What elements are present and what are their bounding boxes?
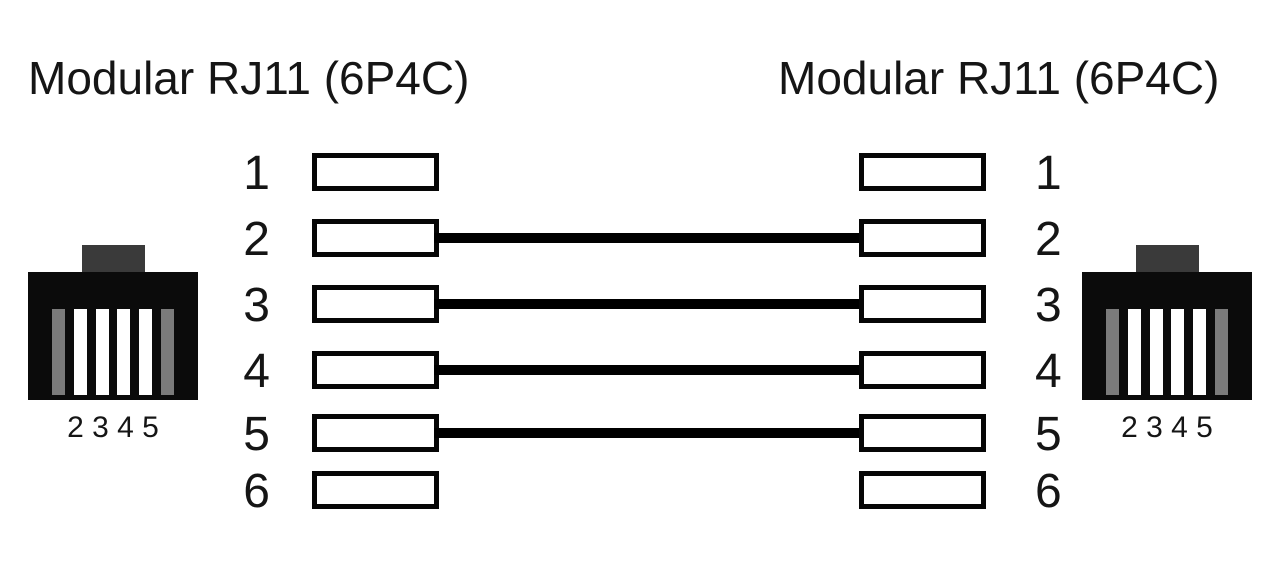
slot-empty <box>1214 309 1228 395</box>
connector-slots <box>1106 309 1228 395</box>
pin-box-left <box>312 285 439 323</box>
pin-box-right <box>859 285 986 323</box>
pin-box-left <box>312 219 439 257</box>
wire <box>434 299 864 309</box>
connector-body <box>28 272 198 400</box>
slot-contact <box>73 309 87 395</box>
connector-pins-label: 2 3 4 5 <box>1121 411 1213 444</box>
pin-box-left <box>312 414 439 452</box>
pin-row: 5 5 <box>0 408 1280 461</box>
connector-body <box>1082 272 1252 400</box>
pin-number-right: 1 <box>1035 147 1062 200</box>
pin-row: 1 1 <box>0 147 1280 200</box>
pin-number-left: 1 <box>243 147 270 200</box>
pin-box-right <box>859 471 986 509</box>
rj11-connector-left-icon: 2 3 4 5 <box>28 245 198 455</box>
pin-box-left <box>312 471 439 509</box>
pin-number-right: 4 <box>1035 345 1062 398</box>
slot-contact <box>1193 309 1207 395</box>
slot-contact <box>139 309 153 395</box>
pin-number-left: 6 <box>243 465 270 518</box>
pin-box-right <box>859 351 986 389</box>
slot-empty <box>52 309 65 395</box>
pin-row: 6 6 <box>0 465 1280 518</box>
slot-contact <box>1149 309 1163 395</box>
pin-box-right <box>859 153 986 191</box>
wire <box>434 233 864 243</box>
connector-slots <box>52 309 174 395</box>
pin-box-left <box>312 153 439 191</box>
slot-contact <box>117 309 131 395</box>
right-connector-title: Modular RJ11 (6P4C) <box>778 52 1220 104</box>
pin-row: 4 4 <box>0 345 1280 398</box>
wire <box>434 365 864 375</box>
slot-empty <box>1106 309 1119 395</box>
pin-row: 3 3 <box>0 279 1280 332</box>
pin-number-left: 4 <box>243 345 270 398</box>
slot-contact <box>1171 309 1185 395</box>
left-connector-title: Modular RJ11 (6P4C) <box>28 52 470 104</box>
pin-number-left: 5 <box>243 408 270 461</box>
pin-number-right: 6 <box>1035 465 1062 518</box>
rj11-connector-right-icon: 2 3 4 5 <box>1082 245 1252 455</box>
pin-row: 2 2 <box>0 213 1280 266</box>
pin-number-left: 2 <box>243 213 270 266</box>
pin-number-right: 3 <box>1035 279 1062 332</box>
slot-contact <box>95 309 109 395</box>
connector-latch-tab <box>82 245 145 275</box>
connector-latch-tab <box>1136 245 1199 275</box>
pin-box-left <box>312 351 439 389</box>
pin-number-left: 3 <box>243 279 270 332</box>
slot-empty <box>160 309 174 395</box>
pin-number-right: 2 <box>1035 213 1062 266</box>
connector-pins-label: 2 3 4 5 <box>67 411 159 444</box>
slot-contact <box>1127 309 1141 395</box>
pin-box-right <box>859 219 986 257</box>
wire <box>434 428 864 438</box>
pin-number-right: 5 <box>1035 408 1062 461</box>
pin-box-right <box>859 414 986 452</box>
